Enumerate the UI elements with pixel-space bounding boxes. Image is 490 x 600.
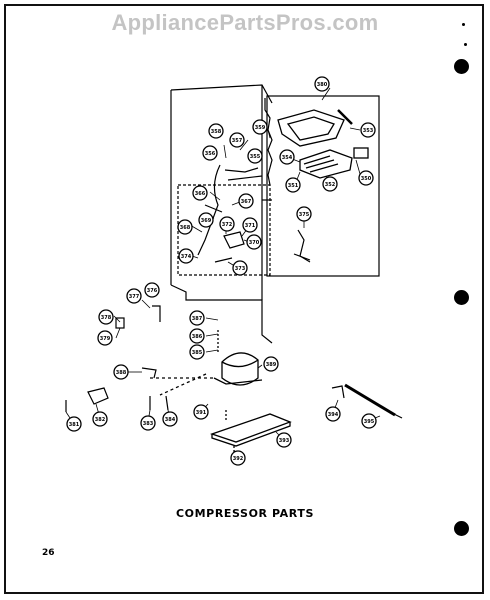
callout-352: 352 (325, 182, 336, 188)
callout-377: 377 (129, 294, 140, 300)
binder-hole-top (454, 59, 469, 74)
page-number: 26 (42, 548, 55, 558)
power-cord (331, 383, 403, 419)
refrigerator-cabinet-outline (170, 84, 380, 344)
callout-382: 382 (95, 417, 106, 423)
small-clips (149, 395, 169, 411)
relay-parts (65, 305, 161, 412)
callout-380: 380 (317, 82, 328, 88)
watermark: AppliancePartsPros.com (111, 10, 379, 35)
callout-386: 386 (192, 334, 203, 340)
callout-385: 385 (192, 350, 203, 356)
callout-379: 379 (100, 336, 111, 342)
scan-speck (462, 23, 465, 26)
callout-394: 394 (328, 412, 339, 418)
callout-373: 373 (235, 266, 246, 272)
callout-367: 367 (241, 199, 252, 205)
leader-lines (65, 87, 381, 459)
callout-383: 383 (143, 421, 154, 427)
callout-376: 376 (147, 288, 158, 294)
callout-366: 366 (195, 191, 206, 197)
compressor (150, 330, 263, 396)
callout-393: 393 (279, 438, 290, 444)
ice-bucket (277, 109, 353, 147)
water-valve (223, 229, 311, 263)
water-fill-tube (197, 164, 263, 263)
callout-356: 356 (205, 151, 216, 157)
callout-351: 351 (288, 183, 299, 189)
callout-374: 374 (181, 254, 192, 260)
callout-358: 358 (211, 129, 222, 135)
callout-387: 387 (192, 316, 203, 322)
callout-371: 371 (245, 223, 256, 229)
ice-maker (299, 147, 369, 179)
callout-369: 369 (201, 218, 212, 224)
callout-368: 368 (180, 225, 191, 231)
callout-labels: 380 359 358 357 356 355 354 353 352 351 … (66, 76, 377, 466)
binder-hole-middle (454, 290, 469, 305)
callout-354: 354 (282, 155, 293, 161)
callout-384: 384 (165, 417, 176, 423)
callout-391: 391 (196, 410, 207, 416)
callout-392: 392 (233, 456, 244, 462)
callout-370: 370 (249, 240, 260, 246)
callout-389: 389 (266, 362, 277, 368)
page-border (4, 4, 484, 594)
binder-hole-bottom (454, 521, 469, 536)
callout-375: 375 (299, 212, 310, 218)
callout-372: 372 (222, 222, 233, 228)
callout-395: 395 (364, 419, 375, 425)
callout-378: 378 (101, 315, 112, 321)
callout-353: 353 (363, 128, 374, 134)
diagram-caption: COMPRESSOR PARTS (176, 507, 314, 520)
callout-359: 359 (255, 125, 266, 131)
callout-357: 357 (232, 138, 243, 144)
callout-388: 388 (116, 370, 127, 376)
scan-speck (464, 43, 467, 46)
callout-381: 381 (69, 422, 80, 428)
callout-350: 350 (361, 176, 372, 182)
callout-355: 355 (250, 154, 261, 160)
